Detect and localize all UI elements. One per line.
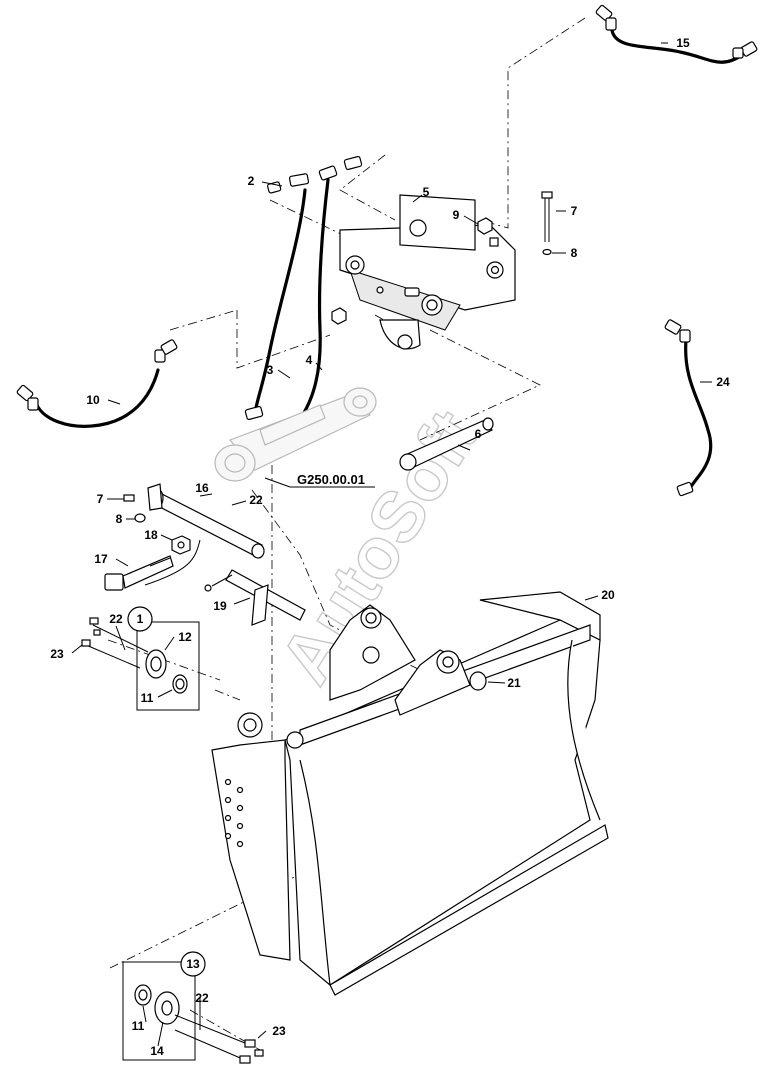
callout-23-detail-13: 23 [272, 1024, 286, 1038]
detail-13-circle [180, 951, 206, 977]
bolt-17 [104, 555, 174, 591]
callout-21: 21 [507, 676, 521, 690]
detail-1-circle [127, 606, 153, 632]
callout-11-detail-13: 11 [132, 1019, 145, 1033]
pin-19 [144, 539, 306, 626]
pin-16 [147, 483, 265, 559]
callout-12: 12 [178, 630, 192, 644]
callout-2: 2 [248, 174, 255, 188]
callout-1: 1 [137, 612, 144, 626]
callout-7-top: 7 [571, 204, 578, 218]
callout-11-detail-1: 11 [141, 691, 154, 705]
callout-22-top: 22 [249, 493, 263, 507]
bucket-side-holes [224, 778, 244, 848]
callout-6: 6 [475, 427, 482, 441]
bucket-20 [211, 591, 609, 996]
callout-15: 15 [676, 36, 690, 50]
pin-6 [399, 417, 494, 471]
callout-10: 10 [86, 393, 100, 407]
callout-17: 17 [94, 552, 108, 566]
callout-19: 19 [213, 599, 227, 613]
reference-label: G250.00.01 [297, 472, 365, 487]
detail-box-1 [81, 606, 200, 711]
callout-3: 3 [267, 363, 274, 377]
callout-5: 5 [423, 185, 430, 199]
leader-lines [71, 42, 712, 1047]
callout-13: 13 [186, 957, 200, 971]
hose-24 [664, 319, 713, 497]
callout-7-left: 7 [97, 492, 104, 506]
callout-8-left: 8 [116, 512, 123, 526]
callout-18: 18 [144, 528, 158, 542]
hydraulic-cylinder-reference [214, 387, 377, 482]
fasteners-9-7-8 [331, 191, 553, 325]
coupler-frame-5 [339, 194, 516, 350]
callout-16: 16 [195, 481, 209, 495]
nut-18 [171, 535, 191, 555]
callout-8-top: 8 [571, 246, 578, 260]
callout-labels: 2 5 9 7 8 15 24 10 3 4 6 G250.00.01 16 2… [50, 36, 730, 1058]
hose-10 [16, 339, 178, 428]
callout-23-detail-1: 23 [50, 647, 64, 661]
callout-22-detail-13: 22 [195, 991, 209, 1005]
callout-20: 20 [601, 588, 615, 602]
fasteners-7-8-left [123, 494, 146, 523]
callout-24: 24 [716, 375, 730, 389]
callout-22-detail-1: 22 [109, 612, 123, 626]
callout-9: 9 [453, 208, 460, 222]
callout-14: 14 [150, 1044, 164, 1058]
hose-15 [595, 4, 758, 64]
detail-box-13 [122, 951, 264, 1064]
callout-4: 4 [306, 353, 313, 367]
